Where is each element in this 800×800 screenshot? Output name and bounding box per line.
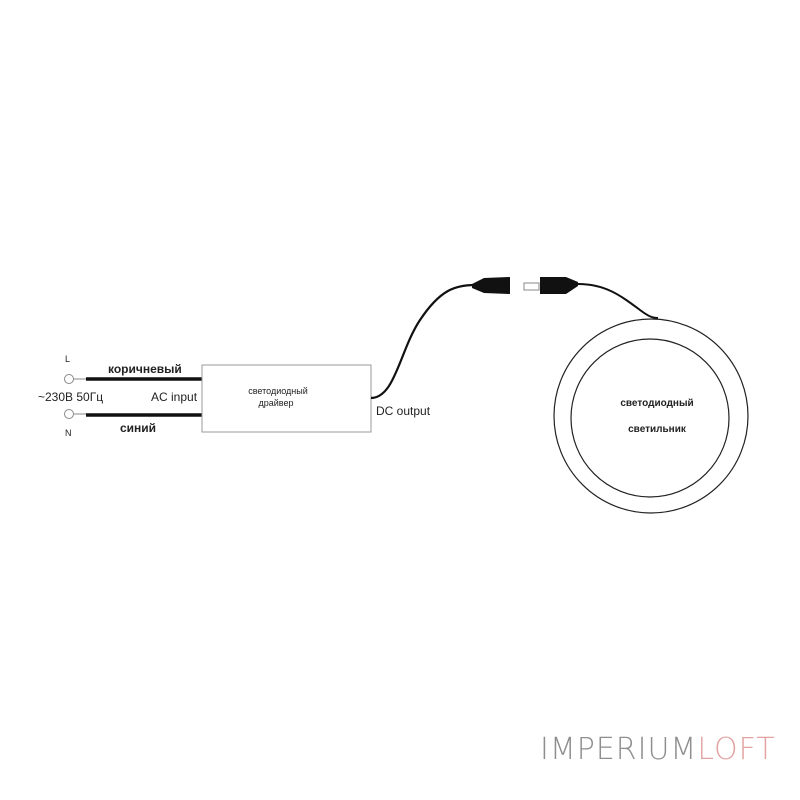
brand-logo: IMPERIUMLOFT (540, 732, 776, 767)
driver-box (201, 364, 372, 433)
plug-male-icon (540, 277, 578, 294)
logo-part-1: IMPERIUM (540, 732, 698, 767)
logo-part-2: LOFT (697, 732, 776, 767)
terminal-L-label: L (65, 354, 70, 364)
voltage-label: ~230В 50Гц (38, 390, 103, 404)
terminal-L (64, 374, 86, 384)
terminal-N (64, 409, 86, 419)
wire-brown-label: коричневый (108, 362, 182, 376)
dc-cable (370, 283, 476, 400)
luminaire-cable (577, 283, 659, 319)
dc-output-label: DC output (376, 404, 431, 418)
luminaire-label-1: светодиодный (620, 398, 693, 409)
terminal-N-label: N (65, 428, 72, 438)
driver-label-2: драйвер (259, 398, 294, 408)
plug-pin-icon (523, 282, 540, 291)
wire-blue-label: синий (120, 421, 156, 435)
luminaire-inner-ring (570, 338, 730, 498)
ac-input-label: AC input (151, 390, 198, 404)
driver-label-1: светодиодный (248, 386, 308, 396)
luminaire-label-2: светильник (628, 424, 687, 435)
luminaire-outer-ring (553, 318, 749, 514)
plug-female-icon (472, 277, 510, 294)
